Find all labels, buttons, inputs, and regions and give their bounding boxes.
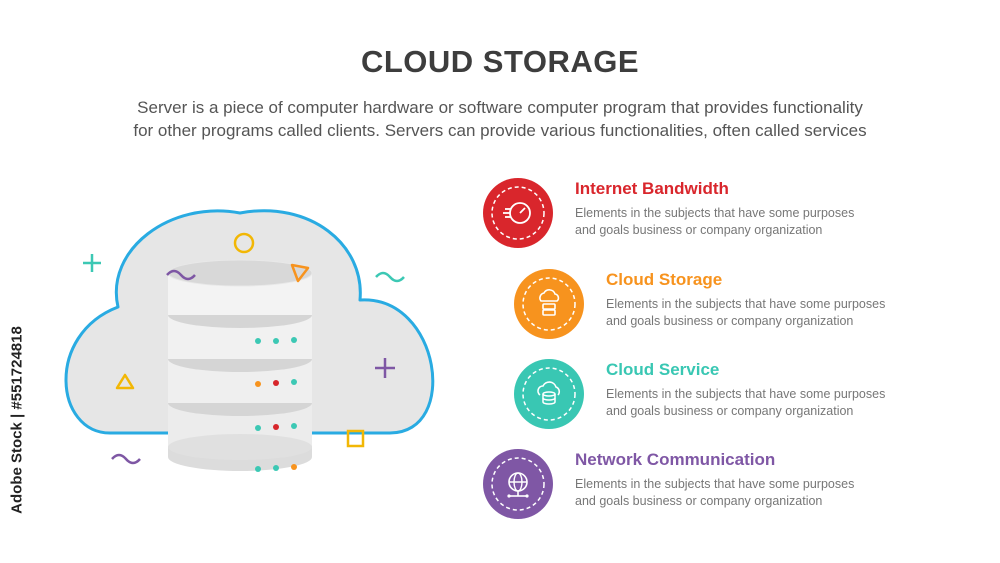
item-description-line-1: Elements in the subjects that have some …	[575, 477, 855, 491]
speedometer-icon	[491, 186, 545, 240]
decorative-plus-purple-icon	[375, 358, 395, 378]
status-dots-row-1	[255, 337, 297, 344]
item-description: Elements in the subjects that have some …	[575, 476, 915, 510]
decorative-wave-teal-icon	[375, 271, 405, 283]
item-heading: Cloud Storage	[606, 270, 723, 289]
item-description-line-2: and goals business or company organizati…	[575, 494, 823, 508]
stock-watermark: Adobe Stock | #551724818	[2, 300, 32, 540]
item-description-line-2: and goals business or company organizati…	[606, 314, 854, 328]
list-item-cloud-service: Cloud Service Elements in the subjects t…	[514, 359, 974, 439]
decorative-wave-purple-bottom-icon	[111, 453, 141, 465]
decorative-square-icon	[346, 429, 365, 448]
decorative-triangle-yellow-icon	[115, 373, 135, 390]
item-description: Elements in the subjects that have some …	[575, 205, 915, 239]
item-heading: Internet Bandwidth	[575, 179, 729, 198]
cloud-database-icon	[522, 367, 576, 421]
globe-network-icon	[491, 457, 545, 511]
list-item-cloud-storage: Cloud Storage Elements in the subjects t…	[514, 269, 974, 349]
watermark-text: Adobe Stock | #551724818	[8, 326, 26, 514]
subtitle-line-1: Server is a piece of computer hardware o…	[137, 98, 863, 117]
item-heading: Network Communication	[575, 450, 776, 469]
item-description: Elements in the subjects that have some …	[606, 296, 946, 330]
page-subtitle: Server is a piece of computer hardware o…	[40, 96, 960, 142]
status-dots-row-4	[255, 464, 297, 472]
subtitle-line-2: for other programs called clients. Serve…	[133, 121, 867, 140]
item-description: Elements in the subjects that have some …	[606, 386, 946, 420]
page-title: CLOUD STORAGE	[360, 44, 640, 79]
item-description-line-1: Elements in the subjects that have some …	[575, 206, 855, 220]
item-badge	[483, 178, 553, 248]
decorative-plus-teal-icon	[83, 254, 101, 272]
list-item-network-communication: Network Communication Elements in the su…	[483, 449, 943, 529]
item-description-line-1: Elements in the subjects that have some …	[606, 387, 886, 401]
item-description-line-2: and goals business or company organizati…	[606, 404, 854, 418]
status-dots-row-2	[255, 379, 297, 387]
item-badge	[514, 359, 584, 429]
decorative-triangle-orange-icon	[290, 263, 310, 283]
item-description-line-2: and goals business or company organizati…	[575, 223, 823, 237]
cloud-server-icon	[522, 277, 576, 331]
status-dots-row-3	[255, 423, 297, 431]
cloud-database-illustration	[64, 209, 435, 472]
item-description-line-1: Elements in the subjects that have some …	[606, 297, 886, 311]
item-badge	[514, 269, 584, 339]
decorative-circle-icon	[233, 232, 255, 254]
decorative-wave-purple-icon	[166, 269, 196, 281]
list-item-internet-bandwidth: Internet Bandwidth Elements in the subje…	[483, 178, 943, 258]
database-stack	[167, 259, 313, 472]
item-heading: Cloud Service	[606, 360, 720, 379]
item-badge	[483, 449, 553, 519]
